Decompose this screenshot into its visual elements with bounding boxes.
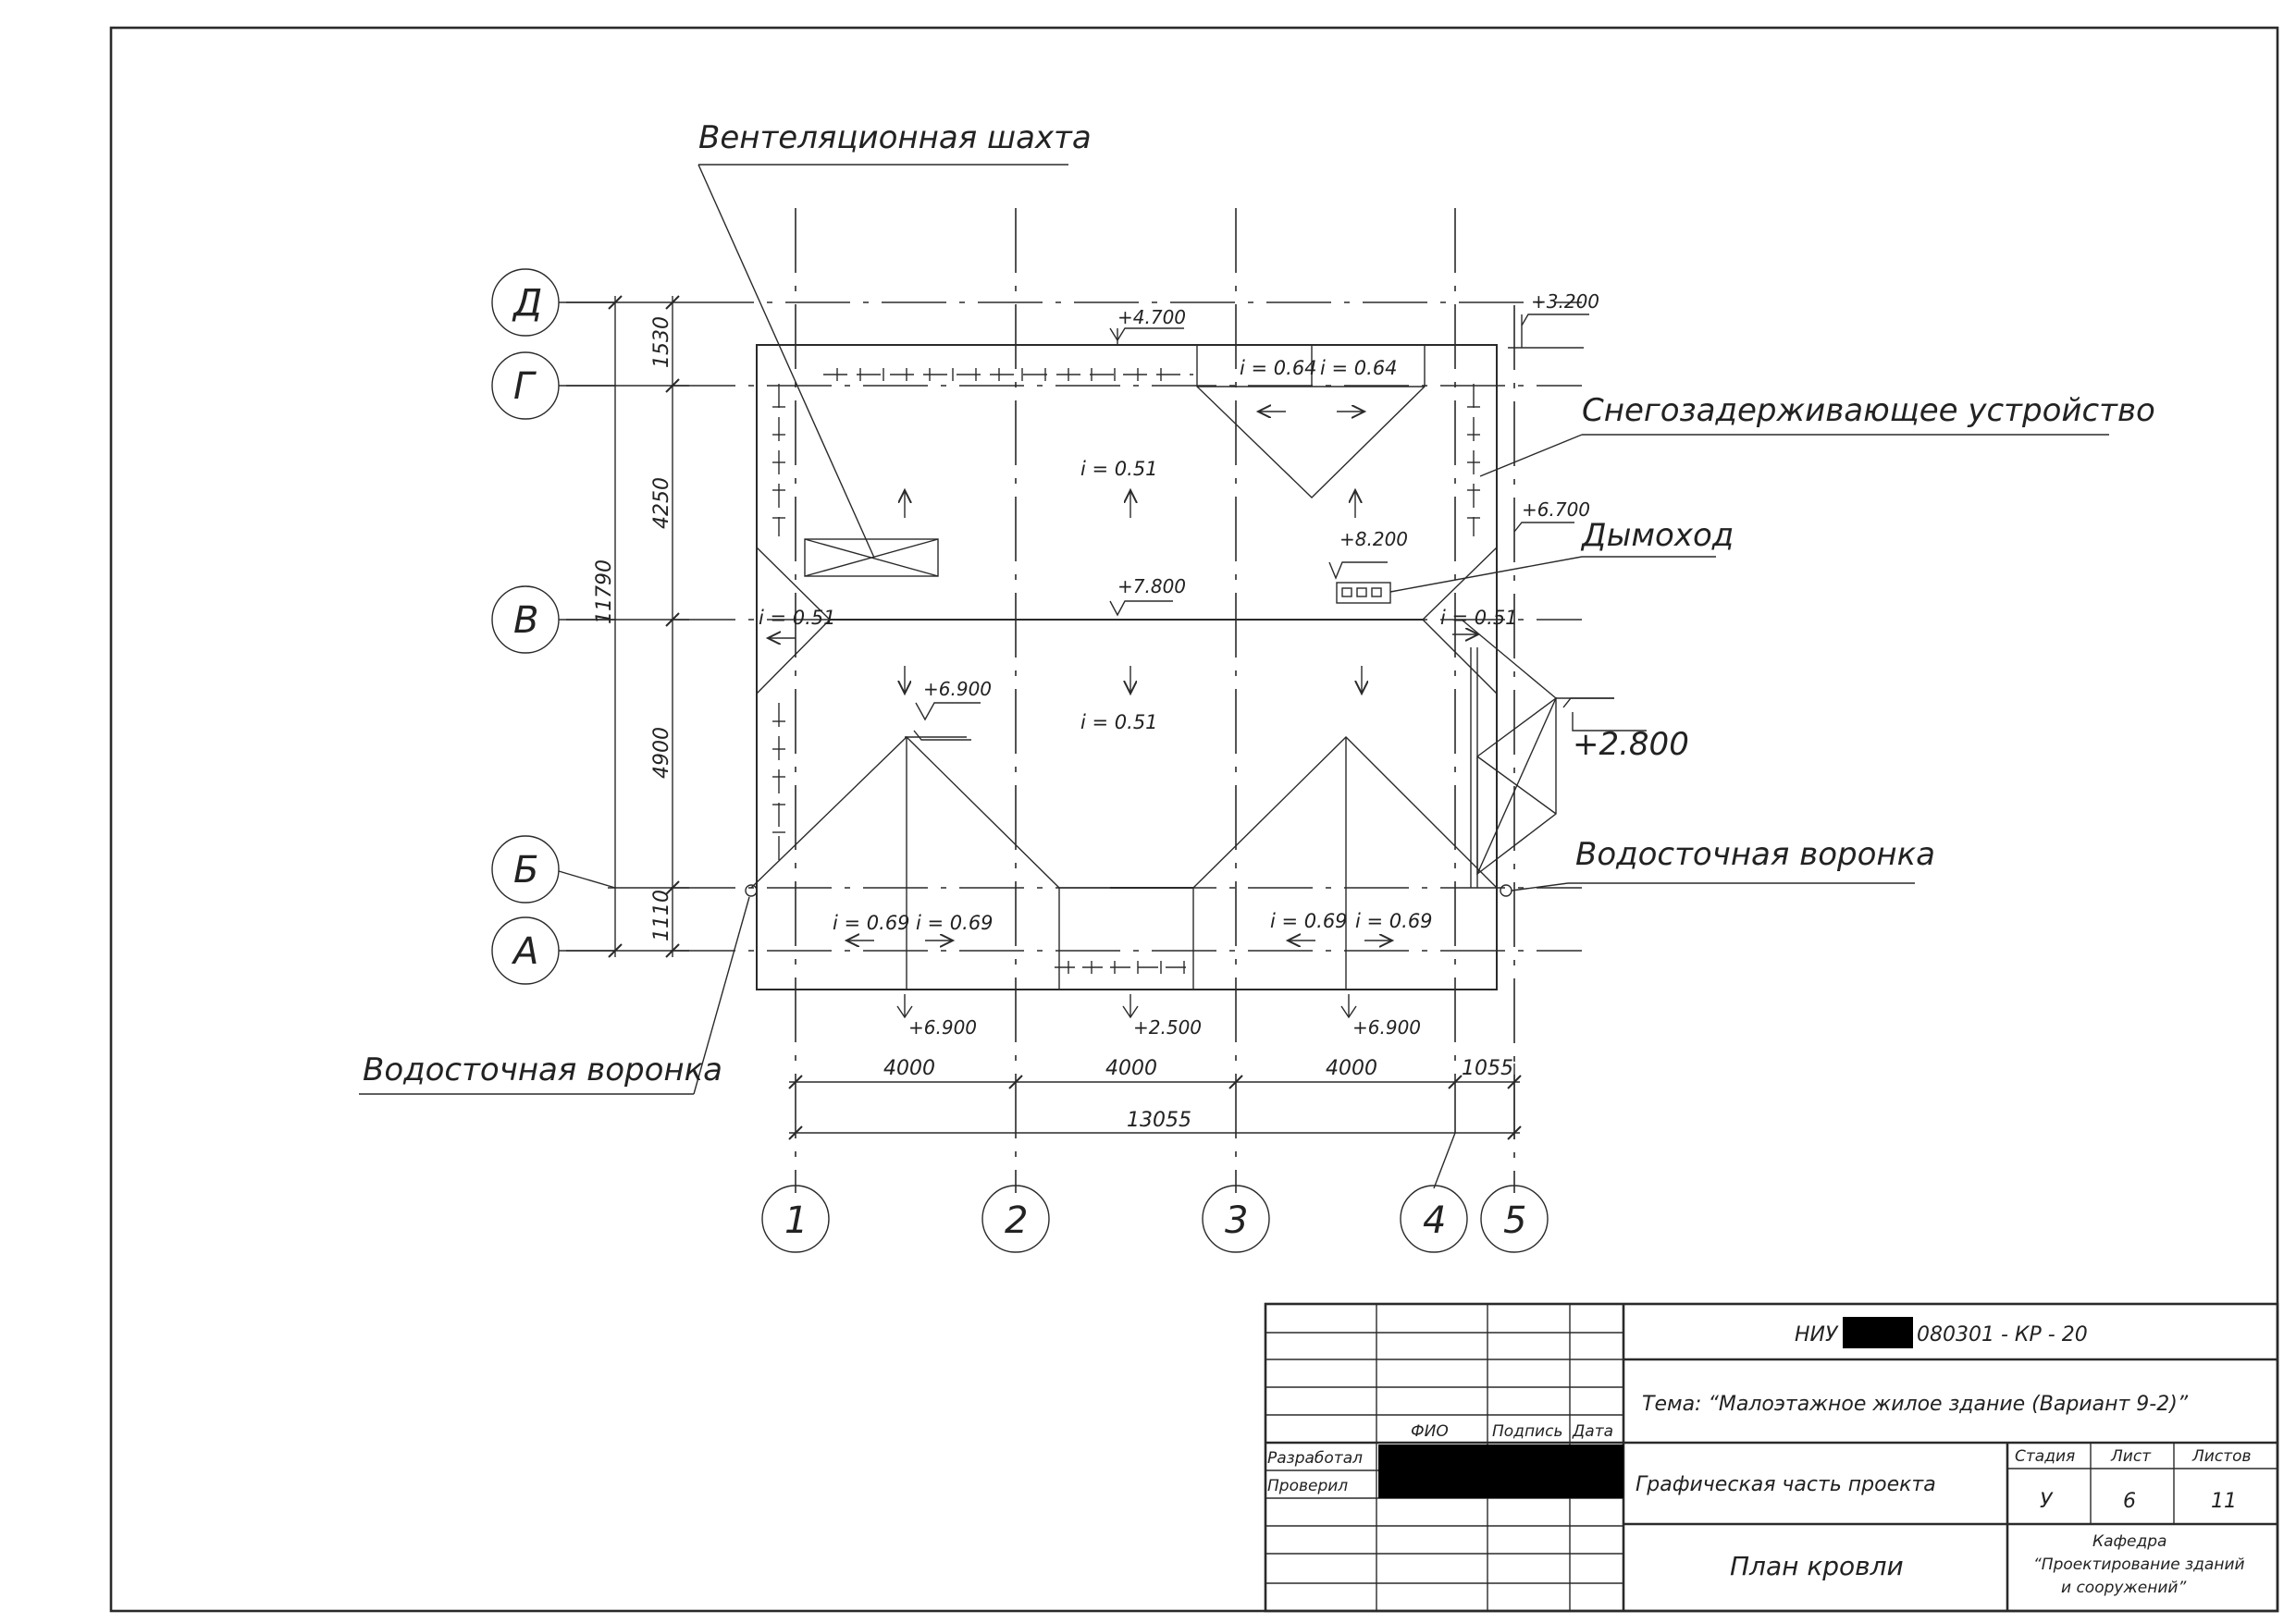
title-col-sign: Подпись [1492, 1422, 1562, 1441]
elev-right-top: +3.200 [1531, 290, 1599, 313]
slope-br-left: i = 0.69 [1270, 910, 1348, 932]
horizontal-dimension-chain: 4000 4000 4000 1055 13055 [788, 1057, 1522, 1189]
axis-row-B: Б [513, 849, 538, 891]
slope-bottom-center: i = 0.51 [1080, 711, 1158, 733]
downpipes [745, 884, 1512, 897]
chimney [1336, 582, 1391, 604]
slope-top-valley-left: i = 0.64 [1240, 357, 1317, 379]
elevation-marks: +4.700 +3.200 +6.700 +8.200 +7.800 +6.90… [896, 290, 1689, 1039]
drainage-arrows [768, 412, 1478, 941]
elev-right-mid: +6.700 [1522, 498, 1590, 521]
roof-outline [750, 344, 1557, 990]
dim-h-4000-b: 4000 [1105, 1057, 1157, 1080]
dim-h-total: 13055 [1127, 1109, 1191, 1132]
elev-left-gable-peak: +6.900 [923, 678, 992, 700]
title-dept-2: “Проектирование зданий [2033, 1555, 2245, 1574]
title-col-fio: ФИО [1411, 1422, 1449, 1441]
row-axis-bubbles: Д Г В Б А [491, 268, 616, 985]
title-drawing: План кровли [1730, 1551, 1904, 1581]
ventilation-shaft [804, 538, 939, 577]
axis-row-V: В [513, 599, 538, 642]
title-stage-label: Стадия [2015, 1447, 2075, 1466]
callout-snow-guard: Снегозадерживающее устройство [1582, 392, 2155, 429]
axis-col-3: 3 [1225, 1199, 1248, 1242]
vertical-dimension-chain: 1530 4250 4900 1110 11790 [566, 295, 689, 958]
dim-h-1055: 1055 [1462, 1057, 1513, 1080]
axis-col-5: 5 [1503, 1199, 1526, 1242]
title-row-checked: Проверил [1267, 1477, 1348, 1495]
callout-leaders [359, 164, 2109, 1095]
slope-top-valley-right: i = 0.64 [1320, 357, 1398, 379]
dim-v-4900: 4900 [650, 727, 673, 779]
elev-chimney: +8.200 [1339, 528, 1408, 550]
callout-vent-shaft: Вентеляционная шахта [698, 119, 1092, 156]
sheet-frame [109, 26, 2279, 1613]
slope-labels: i = 0.51 i = 0.64 i = 0.64 i = 0.51 i = … [759, 357, 1518, 934]
elev-ridge: +7.800 [1117, 575, 1186, 597]
dim-v-1110: 1110 [650, 890, 673, 941]
axis-row-G: Г [513, 365, 537, 408]
title-sheet-label: Лист [2110, 1447, 2152, 1466]
title-dept-3: и сооружений” [2061, 1579, 2186, 1597]
axis-col-2: 2 [1005, 1199, 1028, 1242]
dim-v-total: 11790 [593, 559, 616, 624]
slope-left-hip: i = 0.51 [759, 607, 836, 629]
slope-top-center: i = 0.51 [1080, 458, 1158, 480]
title-section: Графическая часть проекта [1636, 1473, 1936, 1496]
axis-col-4: 4 [1423, 1199, 1446, 1242]
callout-downpipe-left: Водосточная воронка [363, 1051, 722, 1088]
axis-lines [671, 208, 1582, 1193]
title-dept-1: Кафедра [2092, 1532, 2166, 1551]
dim-v-4250: 4250 [650, 477, 673, 529]
title-sheet-value: 6 [2123, 1490, 2136, 1513]
slope-bl-left: i = 0.69 [833, 912, 910, 934]
axis-row-D: Д [512, 282, 542, 325]
axis-row-A: А [511, 930, 538, 973]
title-sheets-value: 11 [2211, 1490, 2237, 1513]
title-block: НИУ 080301 - КР - 20 Тема: “Малоэтажное … [1264, 1302, 2279, 1613]
elev-bottom-left: +6.900 [908, 1016, 977, 1039]
slope-br-right: i = 0.69 [1355, 910, 1433, 932]
title-stage-value: У [2040, 1490, 2054, 1513]
slope-bl-right: i = 0.69 [916, 912, 994, 934]
title-code-prefix: НИУ [1795, 1323, 1839, 1346]
axis-col-1: 1 [784, 1199, 808, 1242]
elev-right-eave: +2.800 [1573, 726, 1689, 763]
dim-h-4000-c: 4000 [1326, 1057, 1377, 1080]
title-sheets-label: Листов [2191, 1447, 2252, 1466]
elev-bottom-center: +2.500 [1133, 1016, 1202, 1039]
title-col-date: Дата [1572, 1422, 1613, 1441]
title-topic: Тема: “Малоэтажное жилое здание (Вариант… [1642, 1393, 2189, 1416]
column-axis-bubbles: 1 2 3 4 5 [761, 1185, 1549, 1253]
elev-bottom-right: +6.900 [1352, 1016, 1421, 1039]
dim-h-4000-a: 4000 [883, 1057, 935, 1080]
slope-right-hip: i = 0.51 [1440, 607, 1518, 629]
callout-chimney: Дымоход [1580, 517, 1734, 554]
title-row-developed: Разработал [1267, 1449, 1363, 1468]
elev-top-ridge: +4.700 [1117, 306, 1186, 328]
callout-downpipe-right: Водосточная воронка [1575, 836, 1935, 873]
dim-v-1530: 1530 [650, 316, 673, 368]
title-code-suffix: 080301 - КР - 20 [1917, 1323, 2088, 1346]
snow-guards [772, 368, 1480, 974]
